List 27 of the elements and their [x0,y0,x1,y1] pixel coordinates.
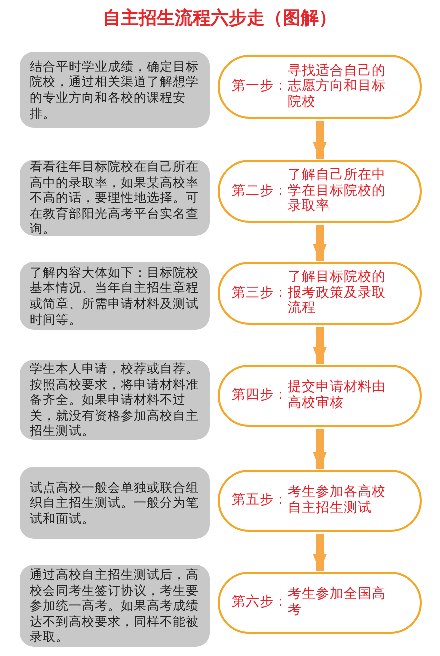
note-box [20,262,210,330]
step-number: 第四步： [232,388,288,404]
step-number: 第五步： [232,493,288,509]
step-text: 了解自己所在中学在目标院校的录取率 [288,168,387,215]
arrow [313,327,327,365]
step-text: 提交申请材料由高校审核 [288,380,387,412]
step-text: 考生参加各高校自主招生测试 [288,485,387,517]
note-box [20,467,210,539]
arrow [313,225,327,262]
step-text: 寻找适合自己的志愿方向和目标院校 [288,64,387,110]
note-text: 结合平时学业成绩，确定目标院校，通过相关渠道了解想学的专业方向和各校的课程安排。 [30,58,200,122]
note-box [20,52,210,128]
note-text: 学生本人申请，校荐或自荐。按照高校要求，将申请材料准备齐全。如果申请材料不过关，就没有资格参加高校自主招生测试。 [30,360,200,440]
step-text: 了解目标院校的报考政策及录取流程 [288,270,387,317]
arrow [313,534,327,572]
step-text: 考生参加全国高考 [288,587,387,619]
note-text: 看看往年目标院校在自己所在高中的录取率，如果某高校率不高的话，要理性地选择。可在教育部阳光高考平台实名查询。 [30,158,200,238]
step-number: 第六步： [232,595,288,611]
note-text: 试点高校一般会单独或联合组织自主招生测试。一般分为笔试和面试。 [30,480,200,526]
step-number: 第三步： [232,286,288,302]
title: 自主招生流程六步走（图解） [102,7,338,30]
note-text: 通过高校自主招生测试后，高校会同考生签订协议，考生要参加统一高考。如果高考成绩达不到高校要求，同样不能被录取。 [30,566,200,646]
step-number: 第二步： [232,184,288,200]
note-text: 了解内容大体如下：目标院校基本情况、当年自主招生章程或简章、所需申请材料及测试时间等。 [30,264,200,328]
arrow [313,121,327,160]
arrow [313,429,327,470]
step-number: 第一步： [232,79,288,95]
